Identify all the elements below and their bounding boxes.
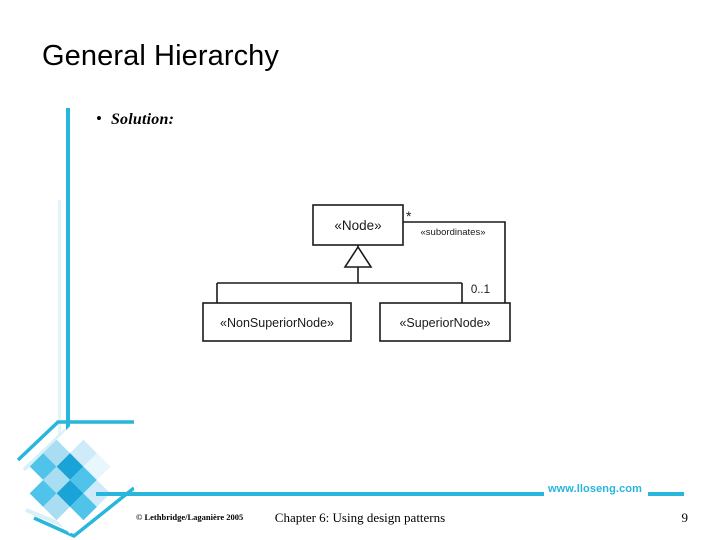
deco-chevron-top xyxy=(16,420,134,462)
footer-website-url[interactable]: www.lloseng.com xyxy=(548,483,642,495)
uml-class-superiornode-box xyxy=(379,302,511,342)
bullet-item-solution: • Solution: xyxy=(96,110,174,129)
uml-class-nonsuperiornode-box xyxy=(202,302,352,342)
accent-line-primary xyxy=(66,108,70,442)
accent-line-secondary xyxy=(58,200,61,445)
uml-class-superiornode: «SuperiorNode» xyxy=(379,302,511,342)
uml-class-nonsuperiornode-label: «NonSuperiorNode» xyxy=(220,316,334,330)
uml-class-node-label: «Node» xyxy=(334,218,381,233)
footer-page-number: 9 xyxy=(681,510,689,525)
bullet-marker-icon: • xyxy=(96,109,102,128)
deco-chevron-top-faint xyxy=(22,428,68,472)
multiplicity-zero-one-label: 0..1 xyxy=(471,284,490,296)
uml-class-diagram: «Node» «NonSuperiorNode» «SuperiorNode» … xyxy=(195,195,535,355)
role-subordinates-label: «subordinates» xyxy=(421,227,486,238)
uml-class-nonsuperiornode: «NonSuperiorNode» xyxy=(202,302,352,342)
footer-divider-dash-right xyxy=(648,492,684,496)
footer-divider-dash-left xyxy=(528,492,544,496)
uml-class-node-box xyxy=(312,204,404,246)
page-title: General Hierarchy xyxy=(42,40,280,72)
deco-chevron-bottom xyxy=(33,486,134,539)
footer-divider-line xyxy=(96,492,528,496)
decorative-diamond-graphic xyxy=(14,418,134,540)
uml-class-node: «Node» xyxy=(312,204,404,246)
multiplicity-star-label: * xyxy=(406,208,412,224)
footer-copyright: © Lethbridge/Laganière 2005 xyxy=(136,512,244,522)
association-line xyxy=(403,221,506,305)
generalization-triangle-icon xyxy=(343,245,373,268)
bullet-item-label: Solution: xyxy=(110,111,175,128)
footer-chapter-title: Chapter 6: Using design patterns xyxy=(274,510,446,525)
uml-class-superiornode-label: «SuperiorNode» xyxy=(399,316,490,330)
